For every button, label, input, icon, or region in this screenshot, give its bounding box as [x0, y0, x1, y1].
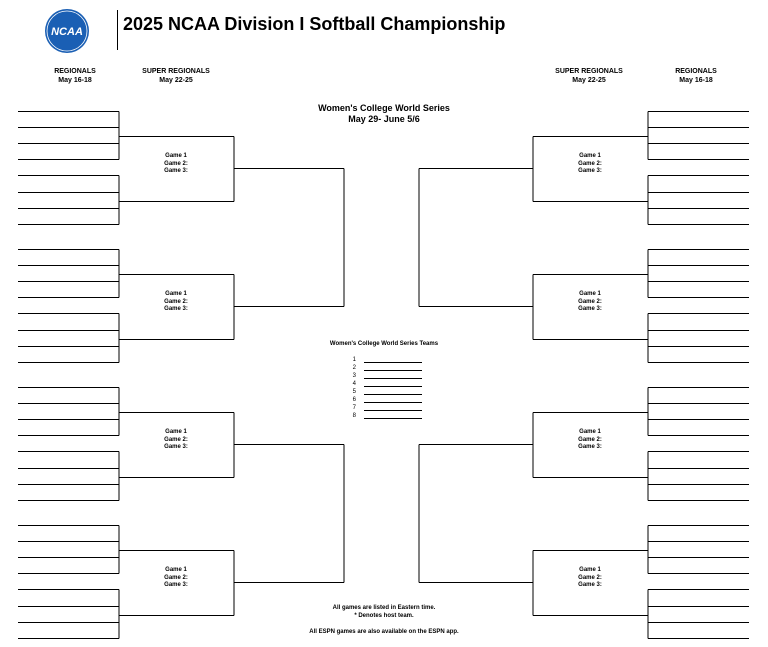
- wcws-team-row: 4: [348, 380, 422, 388]
- game-label: Game 2:: [164, 574, 188, 581]
- wcws-team-row: 5: [348, 388, 422, 396]
- game-label: Game 2:: [578, 436, 602, 443]
- page-title: 2025 NCAA Division I Softball Championsh…: [123, 14, 506, 34]
- left-super-regionals-dates: May 22-25: [159, 77, 193, 84]
- left-regionals-label: REGIONALS: [54, 68, 96, 75]
- game-label: Game 3:: [164, 444, 188, 450]
- ncaa-logo: NCAA: [44, 8, 90, 54]
- game-label: Game 3:: [578, 306, 602, 312]
- game-label: Game 3:: [578, 444, 602, 450]
- game-label: Game 3:: [578, 582, 602, 588]
- wcws-team-number: 1: [352, 357, 356, 363]
- game-label: Game 1: [165, 429, 187, 435]
- wcws-team-line: [364, 410, 422, 411]
- wcws-team-line: [364, 386, 422, 387]
- wcws-team-line: [364, 394, 422, 395]
- left-regionals-header: REGIONALS May 16-18: [30, 67, 120, 85]
- wcws-team-number: 2: [352, 365, 356, 371]
- wcws-team-row: 1: [348, 356, 422, 364]
- wcws-team-number: 5: [352, 389, 356, 395]
- game-label: Game 1: [165, 567, 187, 573]
- game-label: Game 2:: [164, 298, 188, 305]
- game-label: Game 1: [165, 291, 187, 297]
- wcws-team-line: [364, 418, 422, 419]
- wcws-team-number: 4: [352, 381, 356, 387]
- game-label: Game 2:: [164, 160, 188, 167]
- right-super-regionals-dates: May 22-25: [572, 77, 606, 84]
- wcws-team-number: 7: [352, 405, 356, 411]
- right-super-regionals-header: SUPER REGIONALS May 22-25: [544, 67, 634, 85]
- wcws-team-line: [364, 362, 422, 363]
- wcws-teams-label: Women's College World Series Teams: [329, 341, 439, 347]
- wcws-team-number: 6: [352, 397, 356, 403]
- game-label: Game 3:: [164, 306, 188, 312]
- wcws-team-line: [364, 402, 422, 403]
- right-regionals-dates: May 16-18: [679, 77, 713, 84]
- game-label: Game 1: [579, 567, 601, 573]
- wcws-team-row: 7: [348, 404, 422, 412]
- game-label: Game 1: [579, 153, 601, 159]
- game-label: Game 2:: [578, 298, 602, 305]
- game-label: Game 3:: [164, 582, 188, 588]
- wcws-team-row: 3: [348, 372, 422, 380]
- game-label: Game 1: [579, 429, 601, 435]
- footer-eastern-time: All games are listed in Eastern time.: [332, 605, 436, 611]
- logo-text: NCAA: [51, 26, 83, 38]
- game-label: Game 2:: [578, 160, 602, 167]
- left-regionals-dates: May 16-18: [58, 77, 92, 84]
- wcws-team-line: [364, 370, 422, 371]
- wcws-team-line: [364, 378, 422, 379]
- wcws-team-row: 2: [348, 364, 422, 372]
- wcws-dates: May 29- June 5/6: [348, 114, 420, 124]
- footer-espn-app: All ESPN games are also available on the…: [309, 629, 459, 635]
- game-label: Game 2:: [164, 436, 188, 443]
- right-regionals-header: REGIONALS May 16-18: [651, 67, 741, 85]
- left-super-regionals-label: SUPER REGIONALS: [142, 68, 210, 75]
- game-label: Game 1: [579, 291, 601, 297]
- header-divider: [117, 10, 118, 50]
- game-label: Game 2:: [578, 574, 602, 581]
- game-label: Game 1: [165, 153, 187, 159]
- footer-host-team: * Denotes host team.: [354, 613, 414, 619]
- wcws-team-row: 8: [348, 412, 422, 420]
- left-super-regionals-header: SUPER REGIONALS May 22-25: [131, 67, 221, 85]
- wcws-team-row: 6: [348, 396, 422, 404]
- game-label: Game 3:: [164, 168, 188, 174]
- right-super-regionals-label: SUPER REGIONALS: [555, 68, 623, 75]
- wcws-team-number: 3: [352, 373, 356, 379]
- wcws-team-number: 8: [352, 413, 356, 419]
- wcws-heading: Women's College World Series May 29- Jun…: [284, 103, 484, 125]
- game-label: Game 3:: [578, 168, 602, 174]
- wcws-title: Women's College World Series: [318, 103, 450, 113]
- right-regionals-label: REGIONALS: [675, 68, 717, 75]
